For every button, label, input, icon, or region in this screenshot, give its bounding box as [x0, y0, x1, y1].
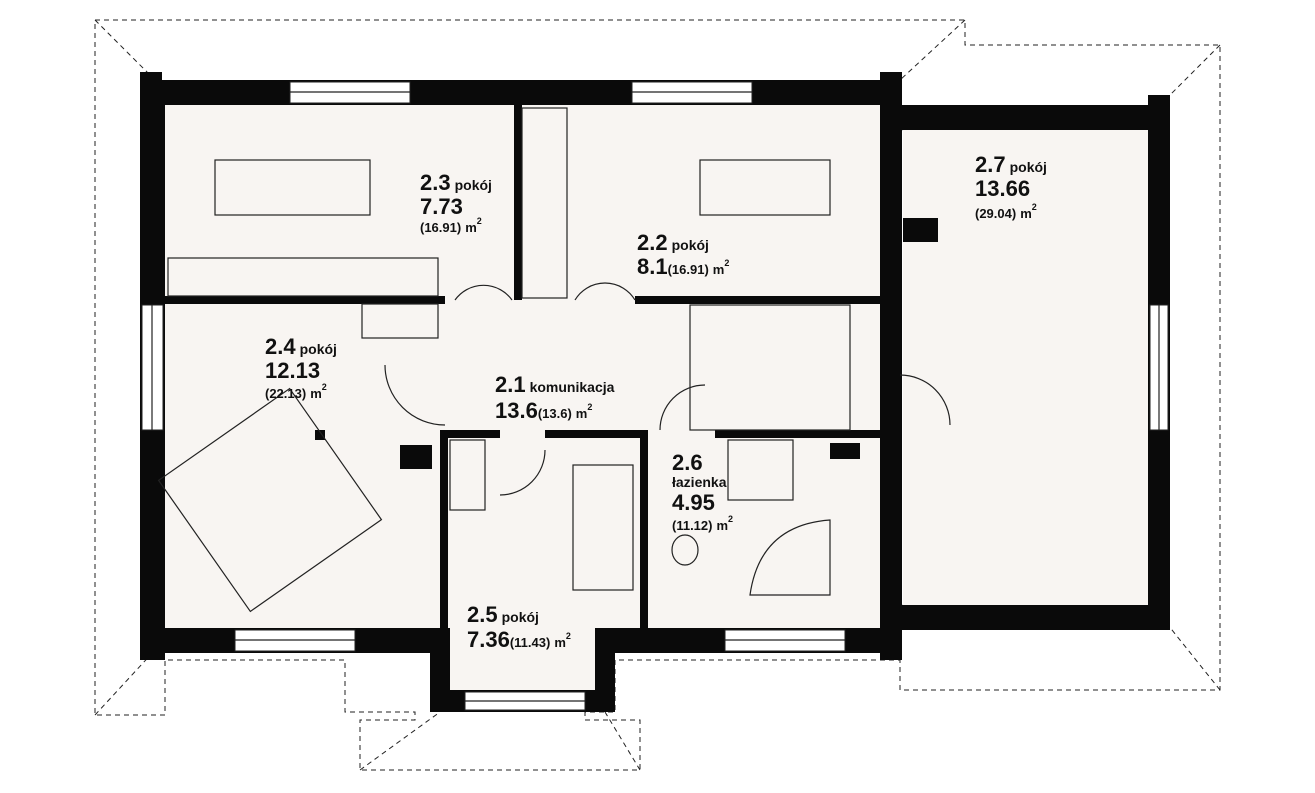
svg-text:13.66: 13.66 — [975, 176, 1030, 201]
svg-text:8.1(16.91)m2: 8.1(16.91)m2 — [637, 254, 729, 279]
room-label-2-6: 2.6 łazienka 4.95 (11.12)m2 — [672, 450, 733, 533]
svg-text:(16.91)m2: (16.91)m2 — [420, 216, 482, 235]
floor-areas — [165, 105, 1148, 690]
svg-text:7.73: 7.73 — [420, 194, 463, 219]
svg-text:2.6: 2.6 — [672, 450, 703, 475]
svg-text:4.95: 4.95 — [672, 490, 715, 515]
windows — [141, 81, 1169, 711]
svg-text:(11.12)m2: (11.12)m2 — [672, 514, 733, 533]
svg-text:7.36(11.43)m2: 7.36(11.43)m2 — [467, 627, 571, 652]
svg-text:13.6(13.6)m2: 13.6(13.6)m2 — [495, 398, 592, 423]
furniture — [157, 107, 951, 613]
svg-text:(22.13)m2: (22.13)m2 — [265, 382, 327, 401]
svg-text:12.13: 12.13 — [265, 358, 320, 383]
svg-text:(29.04)m2: (29.04)m2 — [975, 202, 1037, 221]
svg-text:łazienka: łazienka — [672, 474, 727, 490]
